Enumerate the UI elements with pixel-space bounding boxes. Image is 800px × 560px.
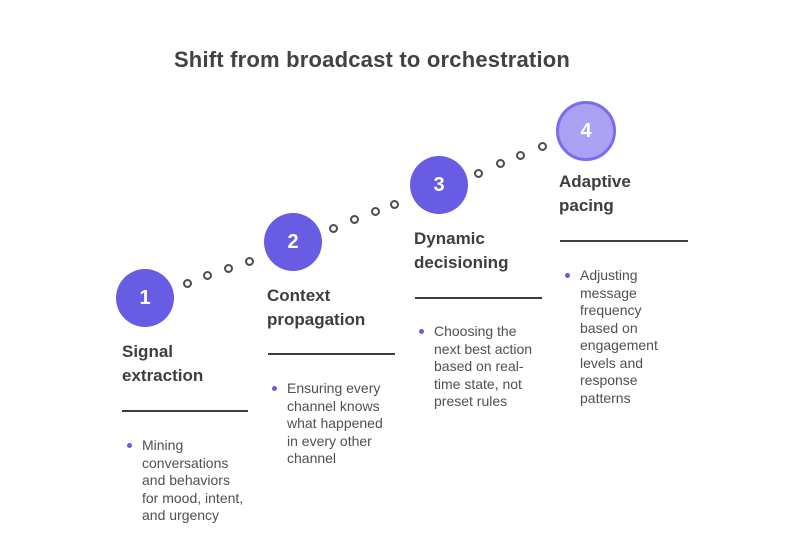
connector-dot xyxy=(390,200,399,209)
connector-dot xyxy=(516,151,525,160)
step-bullet-4: Adjusting message frequency based on eng… xyxy=(560,267,672,407)
bullet-marker xyxy=(565,273,570,278)
step-bullet-1: Mining conversations and behaviors for m… xyxy=(122,437,247,525)
bullet-marker xyxy=(272,386,277,391)
bullet-marker xyxy=(419,329,424,334)
step-circle-3: 3 xyxy=(410,156,468,214)
connector-dot xyxy=(538,142,547,151)
divider-line-2 xyxy=(268,353,395,355)
step-heading-3: Dynamic decisioning xyxy=(414,229,509,272)
connector-dot xyxy=(350,215,359,224)
connector-dot xyxy=(183,279,192,288)
connector-dot xyxy=(496,159,505,168)
divider-line-4 xyxy=(560,240,688,242)
step-heading-2: Context propagation xyxy=(267,286,366,329)
connector-dot xyxy=(203,271,212,280)
step-number: 2 xyxy=(287,230,299,253)
step-number: 4 xyxy=(580,119,592,142)
step-number: 1 xyxy=(139,286,151,309)
connector-dot xyxy=(329,224,338,233)
divider-line-3 xyxy=(415,297,542,299)
step-bullet-3: Choosing the next best action based on r… xyxy=(414,323,542,411)
bullet-text: Adjusting message frequency based on eng… xyxy=(580,267,658,406)
step-heading-1: Signal extraction xyxy=(122,342,204,385)
divider-line-1 xyxy=(122,410,248,412)
bullet-marker xyxy=(127,443,132,448)
bullet-text: Ensuring every channel knows what happen… xyxy=(287,380,383,466)
step-circle-4: 4 xyxy=(556,101,616,161)
connector-dot xyxy=(371,207,380,216)
bullet-text: Choosing the next best action based on r… xyxy=(434,323,533,409)
step-circle-2: 2 xyxy=(264,213,322,271)
bullet-text: Mining conversations and behaviors for m… xyxy=(142,437,244,523)
step-heading-4: Adaptive pacing xyxy=(559,172,631,215)
step-bullet-2: Ensuring every channel knows what happen… xyxy=(267,380,392,468)
step-circle-1: 1 xyxy=(116,269,174,327)
connector-dot xyxy=(245,257,254,266)
connector-dot xyxy=(224,264,233,273)
step-number: 3 xyxy=(433,173,445,196)
connector-dot xyxy=(474,169,483,178)
page-title: Shift from broadcast to orchestration xyxy=(173,47,571,72)
